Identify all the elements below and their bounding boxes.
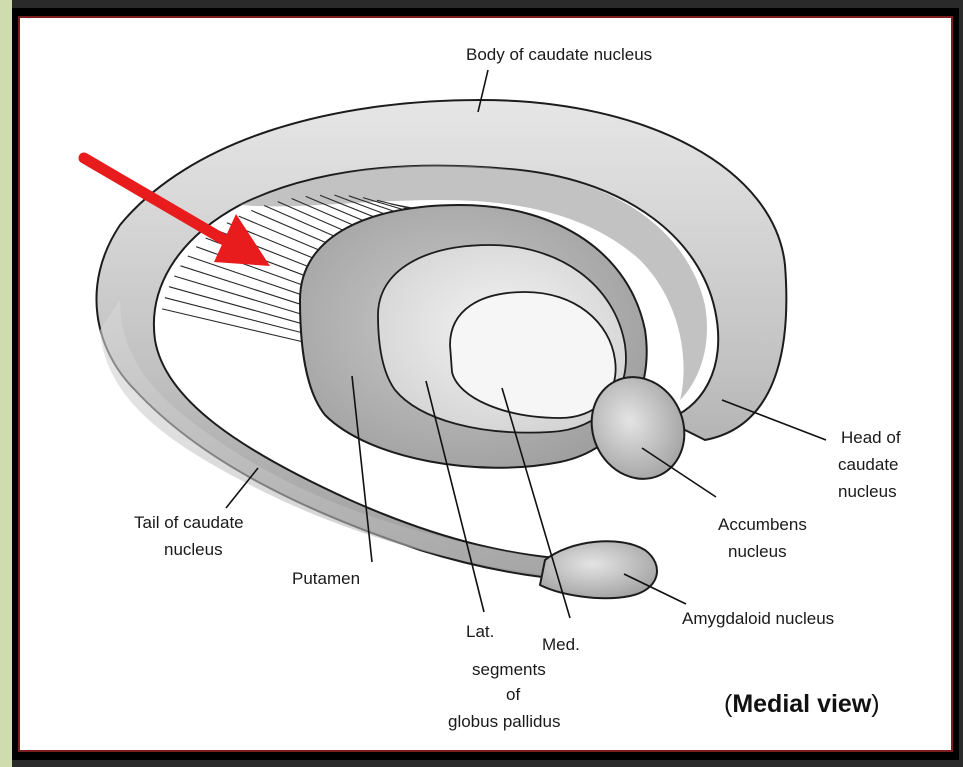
label-tail-line1: Tail of caudate — [134, 513, 244, 532]
label-globus-pallidus: globus pallidus — [448, 712, 560, 731]
label-tail-line2: nucleus — [164, 540, 223, 559]
amygdaloid-nucleus-shape — [540, 541, 657, 598]
capsule-fiber — [165, 298, 305, 334]
label-accumbens-line1: Accumbens — [718, 515, 807, 534]
label-of: of — [506, 685, 520, 704]
label-head-line1: Head of — [841, 428, 901, 447]
view-caption: (Medial view) — [724, 690, 880, 718]
label-lat: Lat. — [466, 622, 494, 641]
label-head-line3: nucleus — [838, 482, 897, 501]
capsule-fiber — [174, 276, 307, 316]
label-med: Med. — [542, 635, 580, 654]
capsule-fiber — [181, 266, 310, 307]
capsule-fiber — [162, 309, 305, 343]
capsule-fiber — [169, 287, 306, 325]
label-amygdaloid: Amygdaloid nucleus — [682, 609, 834, 628]
label-putamen: Putamen — [292, 569, 360, 588]
view-caption-bold: Medial view — [732, 690, 871, 718]
label-accumbens-line2: nucleus — [728, 542, 787, 561]
label-body-of-caudate: Body of caudate nucleus — [466, 45, 652, 64]
label-head-line2: caudate — [838, 455, 899, 474]
view-caption-close: ) — [871, 690, 879, 718]
label-segments: segments — [472, 660, 546, 679]
